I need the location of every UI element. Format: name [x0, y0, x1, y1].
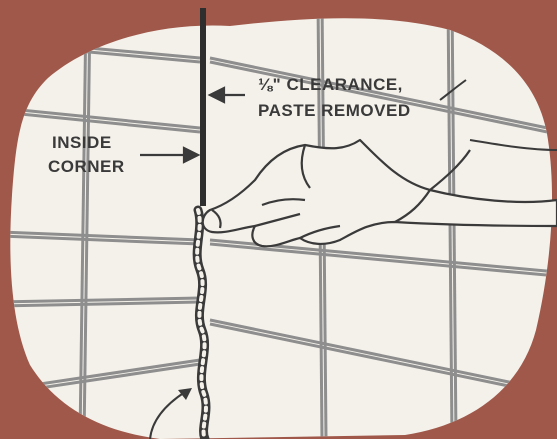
inside-corner-label-line1: INSIDE [52, 133, 112, 152]
corner-clearance-gap [200, 8, 206, 206]
clearance-label-line2: PASTE REMOVED [258, 101, 411, 120]
clearance-label-line1: ⅛" CLEARANCE, [258, 75, 403, 94]
inside-corner-label-line2: CORNER [48, 157, 125, 176]
